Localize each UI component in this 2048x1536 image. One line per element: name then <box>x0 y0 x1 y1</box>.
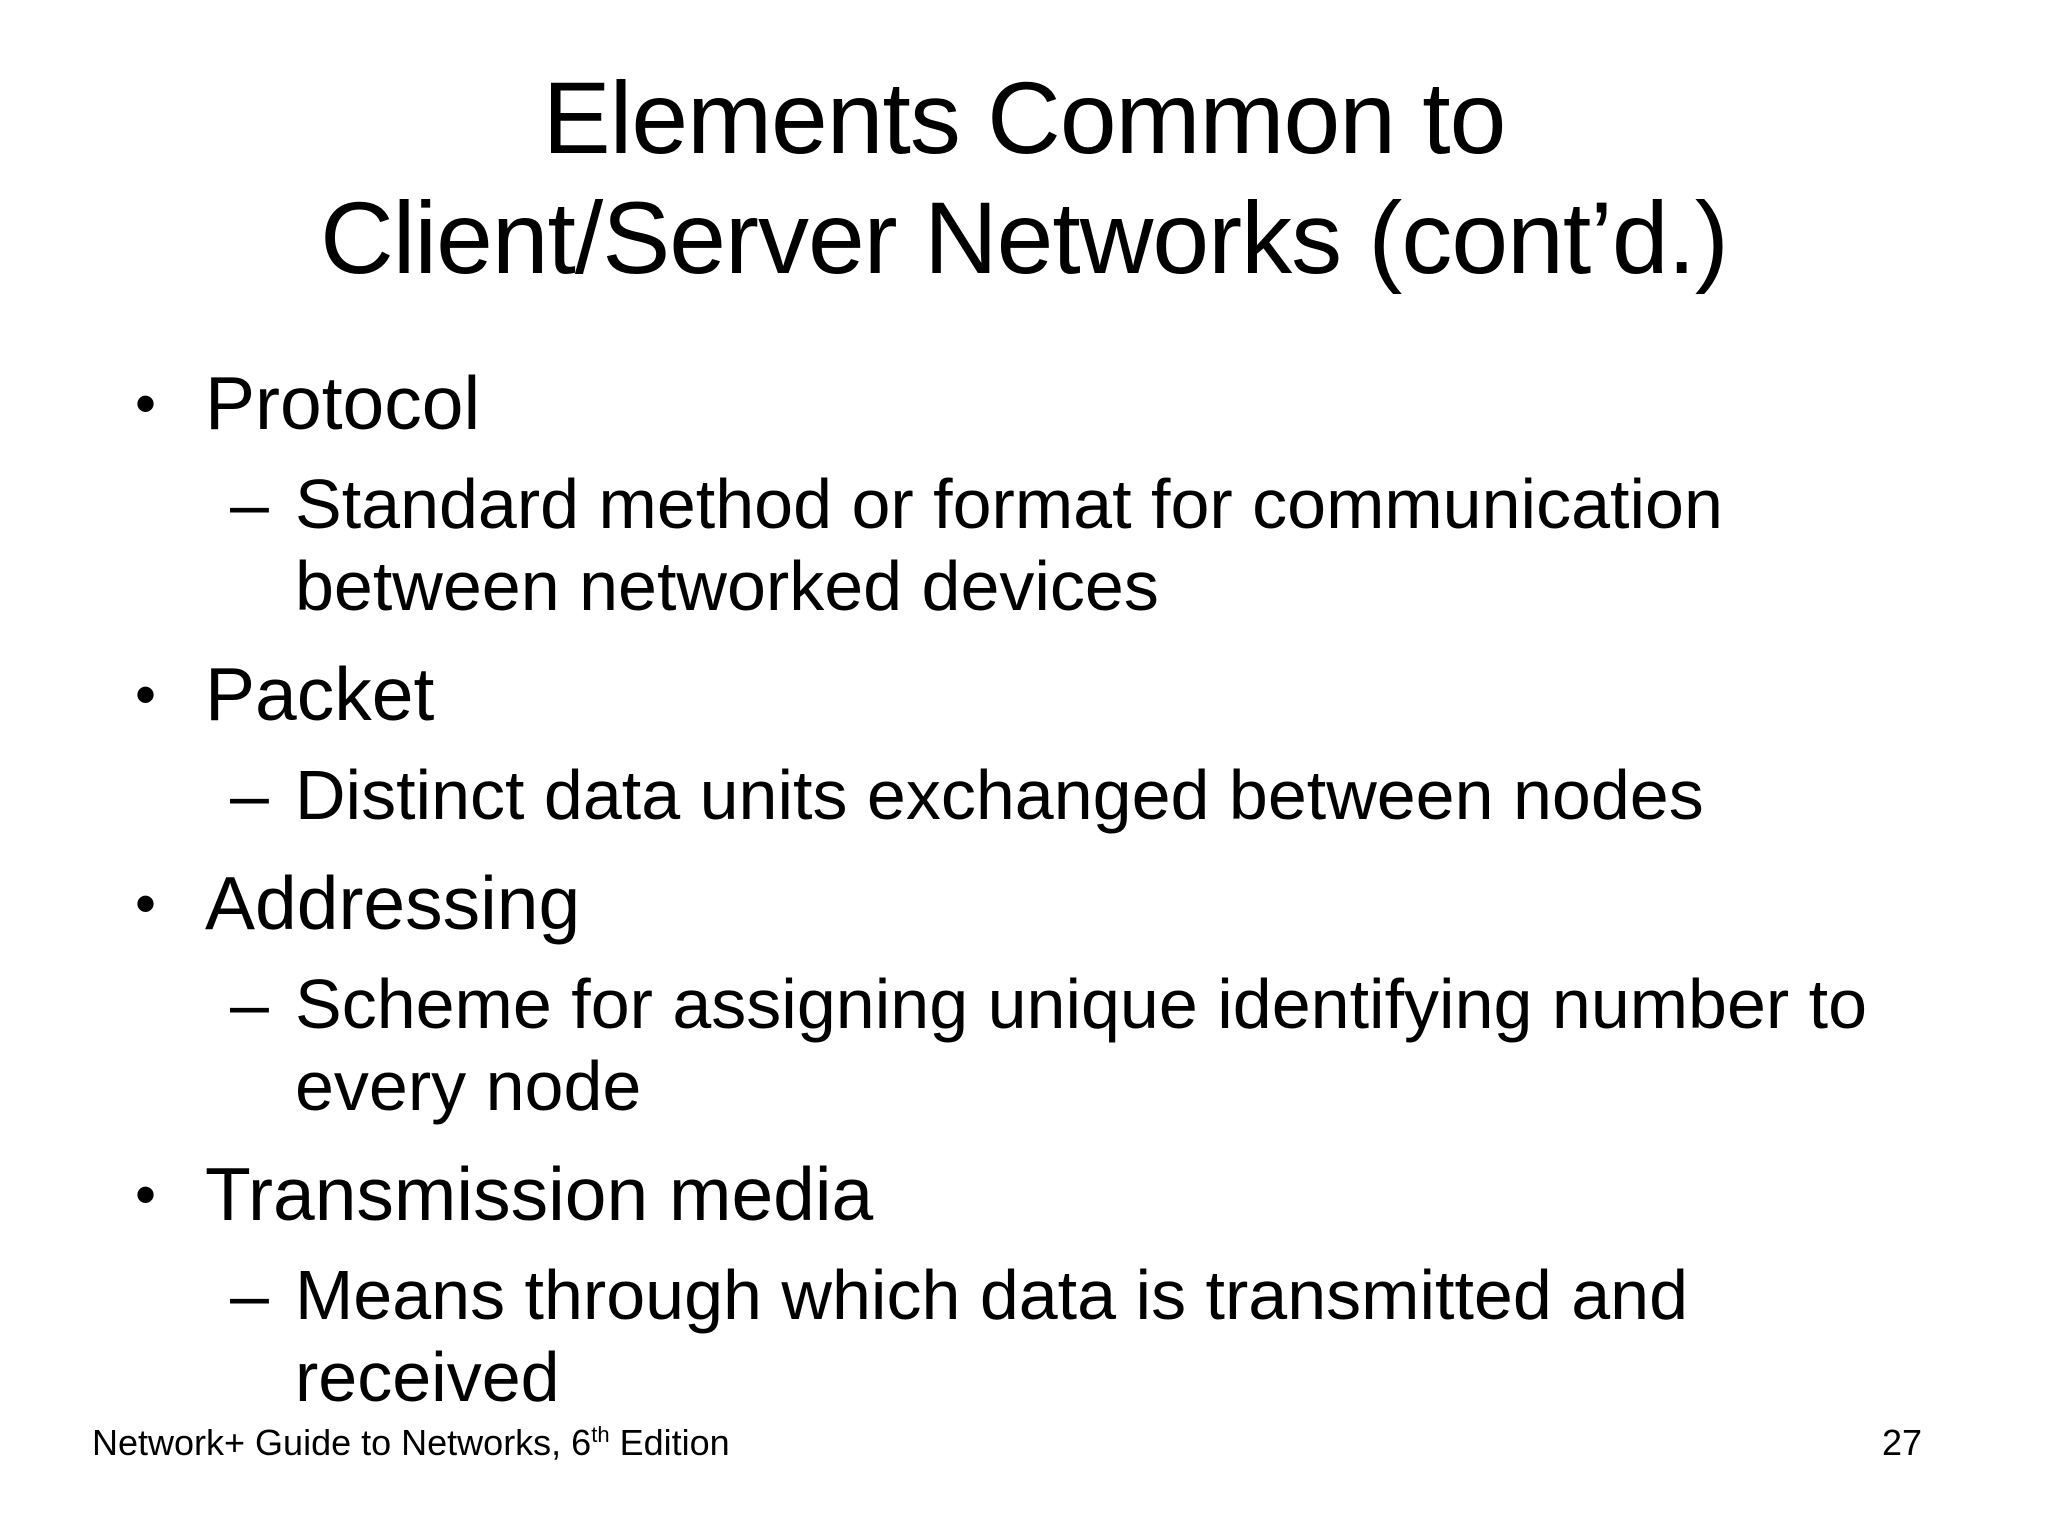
slide-title-line-2: Client/Server Networks (cont’d.) <box>320 181 1729 295</box>
sub-bullet-item: – Scheme for assigning unique identifyin… <box>135 963 1928 1127</box>
footer-superscript: th <box>591 1422 610 1447</box>
bullet-icon: • <box>135 661 157 728</box>
bullet-label: Transmission media <box>205 1152 874 1236</box>
bullet-icon: • <box>135 1161 157 1228</box>
slide-footer: Network+ Guide to Networks, 6th Edition … <box>0 1422 2048 1464</box>
footer-text-post: Edition <box>609 1422 730 1463</box>
sub-bullet-item: – Means through which data is transmitte… <box>135 1254 1928 1418</box>
bullet-item-addressing: • Addressing <box>135 856 1928 951</box>
sub-bullet-item: – Standard method or format for communic… <box>135 463 1928 627</box>
dash-icon: – <box>230 756 269 834</box>
bullet-label: Addressing <box>205 861 581 945</box>
sub-bullet-item: – Distinct data units exchanged between … <box>135 754 1928 836</box>
dash-icon: – <box>230 965 269 1043</box>
page-number: 27 <box>1881 1422 1922 1463</box>
sub-bullet-label: Scheme for assigning unique identifying … <box>295 965 1868 1125</box>
dash-icon: – <box>230 1256 269 1334</box>
sub-bullet-label: Means through which data is transmitted … <box>295 1256 1688 1416</box>
bullet-label: Packet <box>205 652 435 736</box>
bullet-icon: • <box>135 370 157 437</box>
slide-title: Elements Common to Client/Server Network… <box>0 0 2048 298</box>
dash-icon: – <box>230 465 269 543</box>
sub-bullet-label: Standard method or format for communicat… <box>295 465 1723 625</box>
footer-book-title: Network+ Guide to Networks, 6th Edition <box>92 1422 730 1464</box>
bullet-list: • Protocol – Standard method or format f… <box>0 298 2048 1418</box>
footer-text-pre: Network+ Guide to Networks, 6 <box>92 1422 592 1463</box>
bullet-icon: • <box>135 870 157 937</box>
slide-title-line-1: Elements Common to <box>542 61 1507 175</box>
bullet-item-packet: • Packet <box>135 647 1928 742</box>
bullet-label: Protocol <box>205 361 481 445</box>
bullet-item-protocol: • Protocol <box>135 356 1928 451</box>
sub-bullet-label: Distinct data units exchanged between no… <box>295 756 1704 834</box>
bullet-item-transmission-media: • Transmission media <box>135 1147 1928 1242</box>
